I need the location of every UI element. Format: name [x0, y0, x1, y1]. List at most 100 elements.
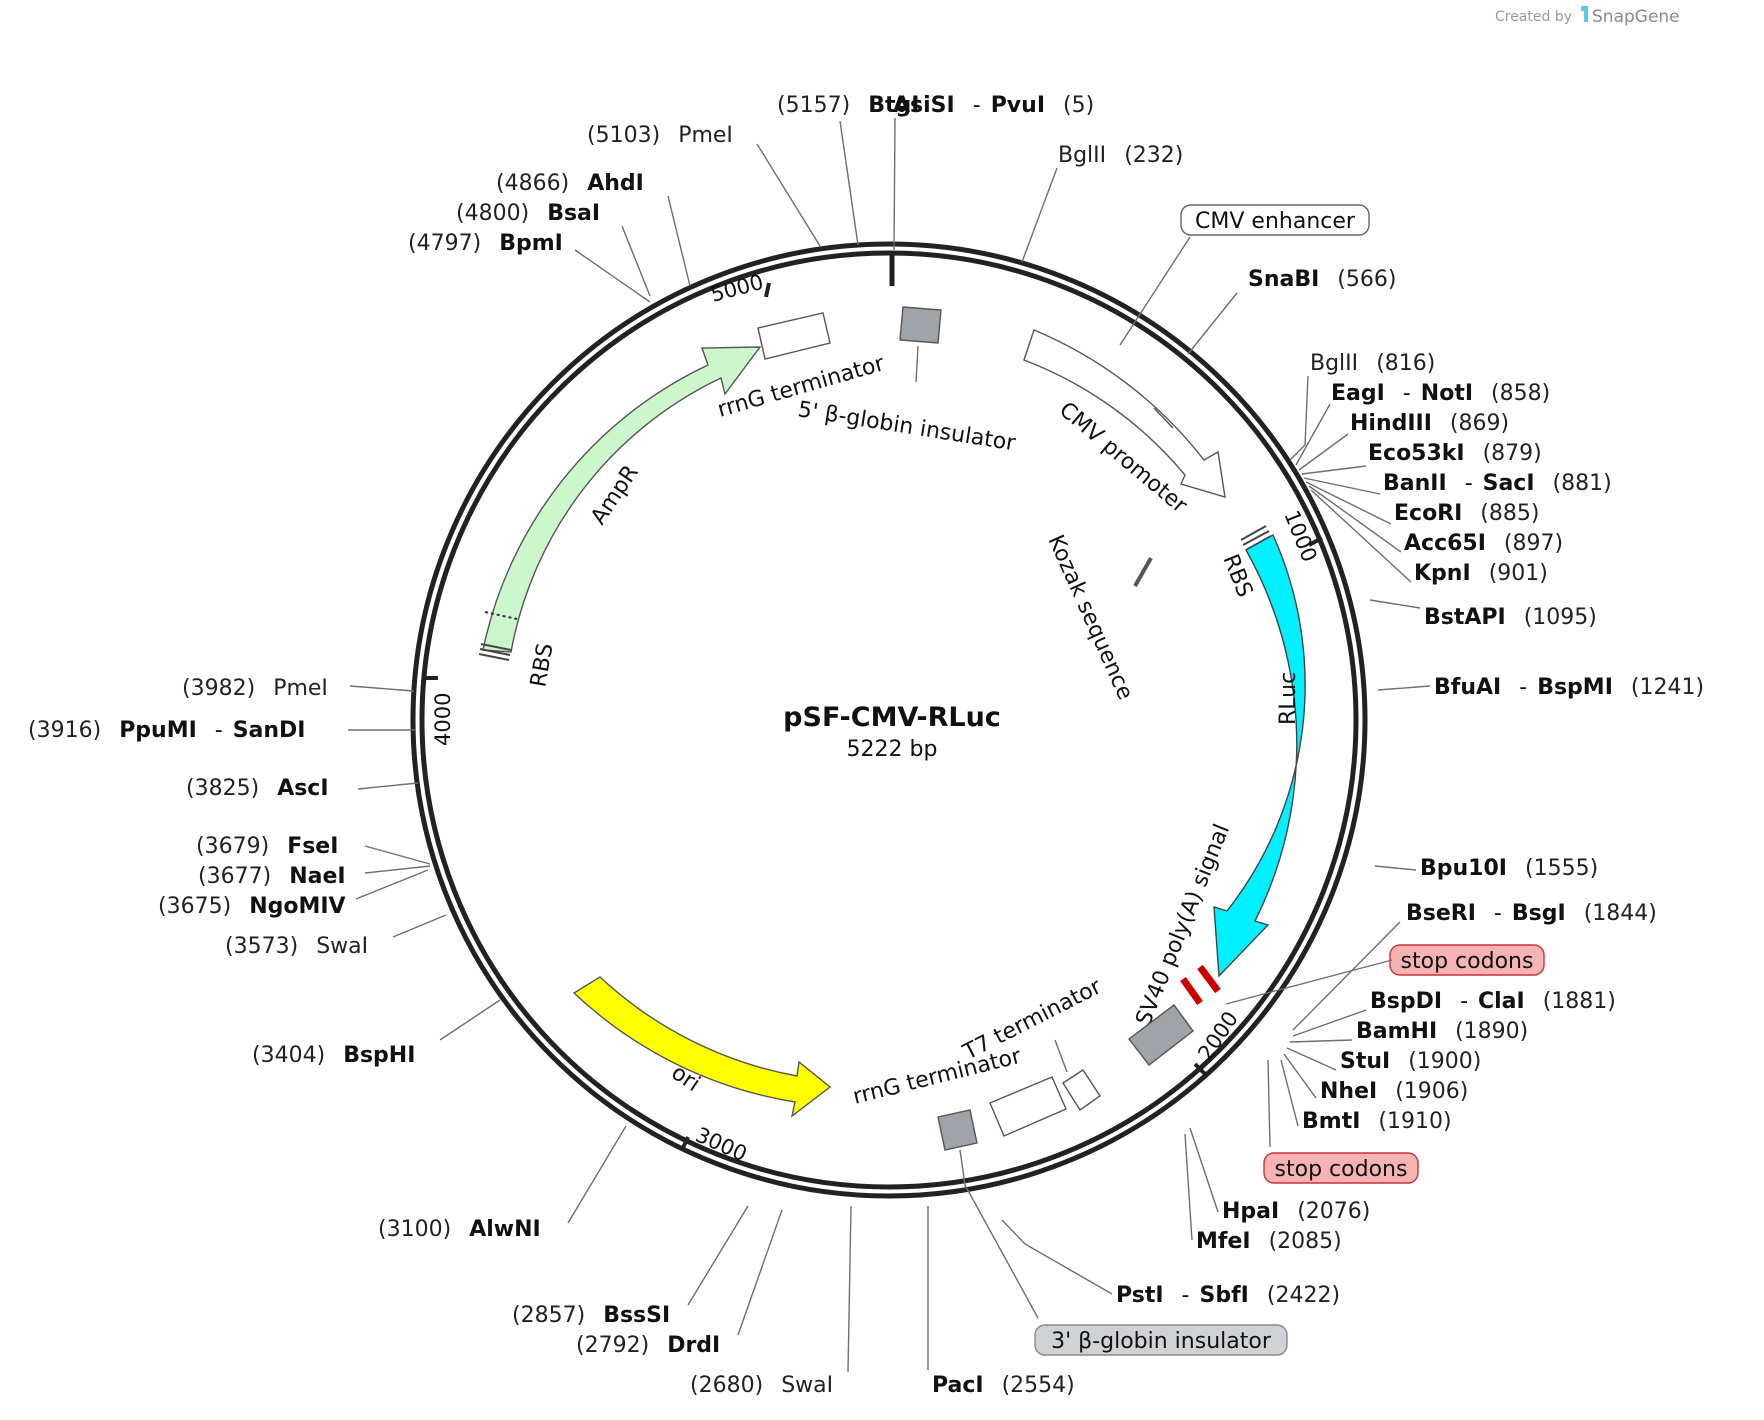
site-fsei[interactable]: (3679)FseI — [196, 834, 431, 865]
insulator5-feature[interactable] — [899, 306, 942, 344]
stop-codons-2-leader — [1267, 1059, 1271, 1148]
site-naei[interactable]: (3677)NaeI — [198, 864, 431, 889]
stop-codons-1-badge[interactable]: stop codons — [1389, 944, 1545, 976]
site-ahdi[interactable]: (4866)AhdI — [496, 171, 691, 287]
kozak-feature[interactable] — [1133, 557, 1153, 587]
site-bpmi[interactable]: (4797)BpmI — [408, 231, 651, 303]
site-nhei[interactable]: NheI(1906) — [1283, 1053, 1468, 1104]
rluc-feature[interactable] — [1213, 534, 1306, 978]
site-leader — [839, 120, 859, 246]
site-position: (1241) — [1631, 675, 1704, 700]
site-bstapi[interactable]: BstAPI(1095) — [1369, 599, 1597, 630]
site-bseri-bsgi[interactable]: BseRI-BsgI(1844) — [1292, 901, 1657, 1031]
site-enzyme-name: StuI — [1340, 1049, 1390, 1074]
site-enzyme-name: MfeI — [1196, 1229, 1251, 1254]
site-stui[interactable]: StuI(1900) — [1286, 1047, 1481, 1074]
ori-feature[interactable] — [572, 976, 832, 1118]
site-pmei[interactable]: (5103)PmeI — [587, 123, 821, 247]
site-ngomiv[interactable]: (3675)NgoMIV — [158, 869, 429, 919]
site-enzyme-name: BglII — [1310, 351, 1358, 376]
site-snabi[interactable]: SnaBI(566) — [1187, 267, 1396, 355]
snapgene-logo-icon — [1581, 6, 1588, 22]
site-leader — [439, 999, 501, 1041]
ruler-tick-1000 — [1308, 536, 1323, 547]
site-bmti[interactable]: BmtI(1910) — [1280, 1059, 1452, 1134]
site-ppumi-sandi[interactable]: (3916)PpuMI-SanDI — [28, 718, 416, 743]
site-position: (3100) — [378, 1217, 451, 1242]
site-position: (1555) — [1525, 856, 1598, 881]
site-enzyme-name: BspDI — [1370, 989, 1442, 1014]
site-bfuai-bspmi[interactable]: BfuAI-BspMI(1241) — [1377, 675, 1704, 700]
site-position: (5103) — [587, 123, 660, 148]
rrng-bottom-feature[interactable] — [989, 1076, 1067, 1137]
insulator3-feature[interactable] — [937, 1109, 978, 1151]
stop-codons-2-label: stop codons — [1275, 1157, 1408, 1182]
site-bsssi[interactable]: (2857)BssSI — [512, 1205, 749, 1328]
ruler-tick-5000 — [764, 282, 771, 298]
sv40-feature[interactable] — [1128, 1004, 1194, 1066]
site-position: (566) — [1337, 267, 1396, 292]
site-bsphi[interactable]: (3404)BspHI — [252, 999, 501, 1068]
site-enzyme-name: SacI — [1483, 471, 1535, 496]
site-hpai[interactable]: HpaI(2076) — [1189, 1127, 1370, 1224]
site-bglii[interactable]: BglII(232) — [1021, 143, 1183, 263]
site-separator: - — [215, 718, 223, 743]
site-enzyme-name: ClaI — [1478, 989, 1525, 1014]
site-psti-sbfi[interactable]: PstI-SbfI(2422) — [1001, 1219, 1340, 1308]
site-bpu10i[interactable]: Bpu10I (1555) — [1374, 856, 1598, 881]
site-enzyme-name: BseRI — [1406, 901, 1476, 926]
site-alwni[interactable]: (3100)AlwNI — [378, 1125, 627, 1242]
site-leader — [1283, 1053, 1317, 1099]
site-kpni[interactable]: KpnI(901) — [1310, 489, 1548, 586]
site-bsai[interactable]: (4800)BsaI — [456, 201, 651, 297]
cmv-enhancer-badge[interactable]: CMV enhancer — [1180, 204, 1370, 236]
stop-codons-1-feature[interactable] — [1180, 976, 1203, 1006]
site-bglii[interactable]: BglII(816) — [1289, 351, 1435, 461]
cmv-promoter-feature[interactable] — [1023, 329, 1226, 498]
ampr-feature[interactable] — [482, 346, 762, 653]
t7-feature[interactable] — [1062, 1069, 1101, 1111]
site-enzyme-name: BsgI — [1512, 901, 1566, 926]
site-banii-saci[interactable]: BanII-SacI(881) — [1303, 471, 1612, 496]
site-ecori[interactable]: EcoRI(885) — [1305, 481, 1539, 526]
site-enzyme-name: HindIII — [1350, 411, 1432, 436]
site-bamhi[interactable]: BamHI(1890) — [1289, 1019, 1528, 1044]
site-enzyme-name: SwaI — [781, 1373, 833, 1398]
site-mfei[interactable]: MfeI (2085) — [1184, 1133, 1342, 1254]
site-leader — [893, 117, 896, 251]
credit-prefix: Created by — [1495, 9, 1572, 25]
plasmid-size: 5222 bp — [847, 737, 938, 762]
insulator3-label: 3' β-globin insulator — [1051, 1329, 1272, 1354]
site-eco53ki[interactable]: Eco53kI(879) — [1301, 441, 1542, 475]
site-pmei[interactable]: (3982)PmeI — [182, 676, 415, 701]
site-bspdi-clai[interactable]: BspDI-ClaI(1881) — [1292, 989, 1616, 1037]
site-leader — [1303, 477, 1381, 495]
insulator5-label: 5' β-globin insulator — [796, 397, 1018, 456]
site-hindiii[interactable]: HindIII(869) — [1298, 411, 1509, 471]
site-position: (2085) — [1269, 1229, 1342, 1254]
site-enzyme-name: PvuI — [991, 93, 1045, 118]
site-drdi[interactable]: (2792)DrdI — [576, 1209, 783, 1358]
site-position: (3675) — [158, 894, 231, 919]
site-asci[interactable]: (3825)AscI — [186, 776, 419, 801]
site-swai[interactable]: (2680)SwaI — [690, 1205, 852, 1398]
site-position: (5157) — [777, 93, 850, 118]
insulator3-badge[interactable]: 3' β-globin insulator — [1034, 1324, 1288, 1356]
site-enzyme-name: Bpu10I — [1420, 856, 1507, 881]
site-paci[interactable]: PacI(2554) — [927, 1206, 1075, 1398]
site-asisi-pvui[interactable]: AsiSI-PvuI(5) — [893, 93, 1094, 251]
site-leader — [355, 869, 429, 900]
site-leader — [1305, 481, 1392, 525]
cmv-enhancer-label: CMV enhancer — [1195, 209, 1356, 234]
site-position: (3573) — [225, 934, 298, 959]
site-btgi[interactable]: (5157)BtgI — [777, 93, 919, 246]
site-enzyme-name: NheI — [1320, 1079, 1377, 1104]
site-leader — [392, 914, 447, 938]
site-eagi-noti[interactable]: EagI-NotI(858) — [1295, 381, 1550, 466]
site-swai[interactable]: (3573)SwaI — [225, 914, 447, 959]
site-leader — [847, 1205, 852, 1373]
stop-codons-2-badge[interactable]: stop codons — [1263, 1152, 1419, 1184]
site-acc65i[interactable]: Acc65I(897) — [1308, 485, 1563, 556]
rrng-top-feature[interactable] — [757, 312, 831, 360]
stop-codons-2-feature[interactable] — [1197, 964, 1221, 994]
